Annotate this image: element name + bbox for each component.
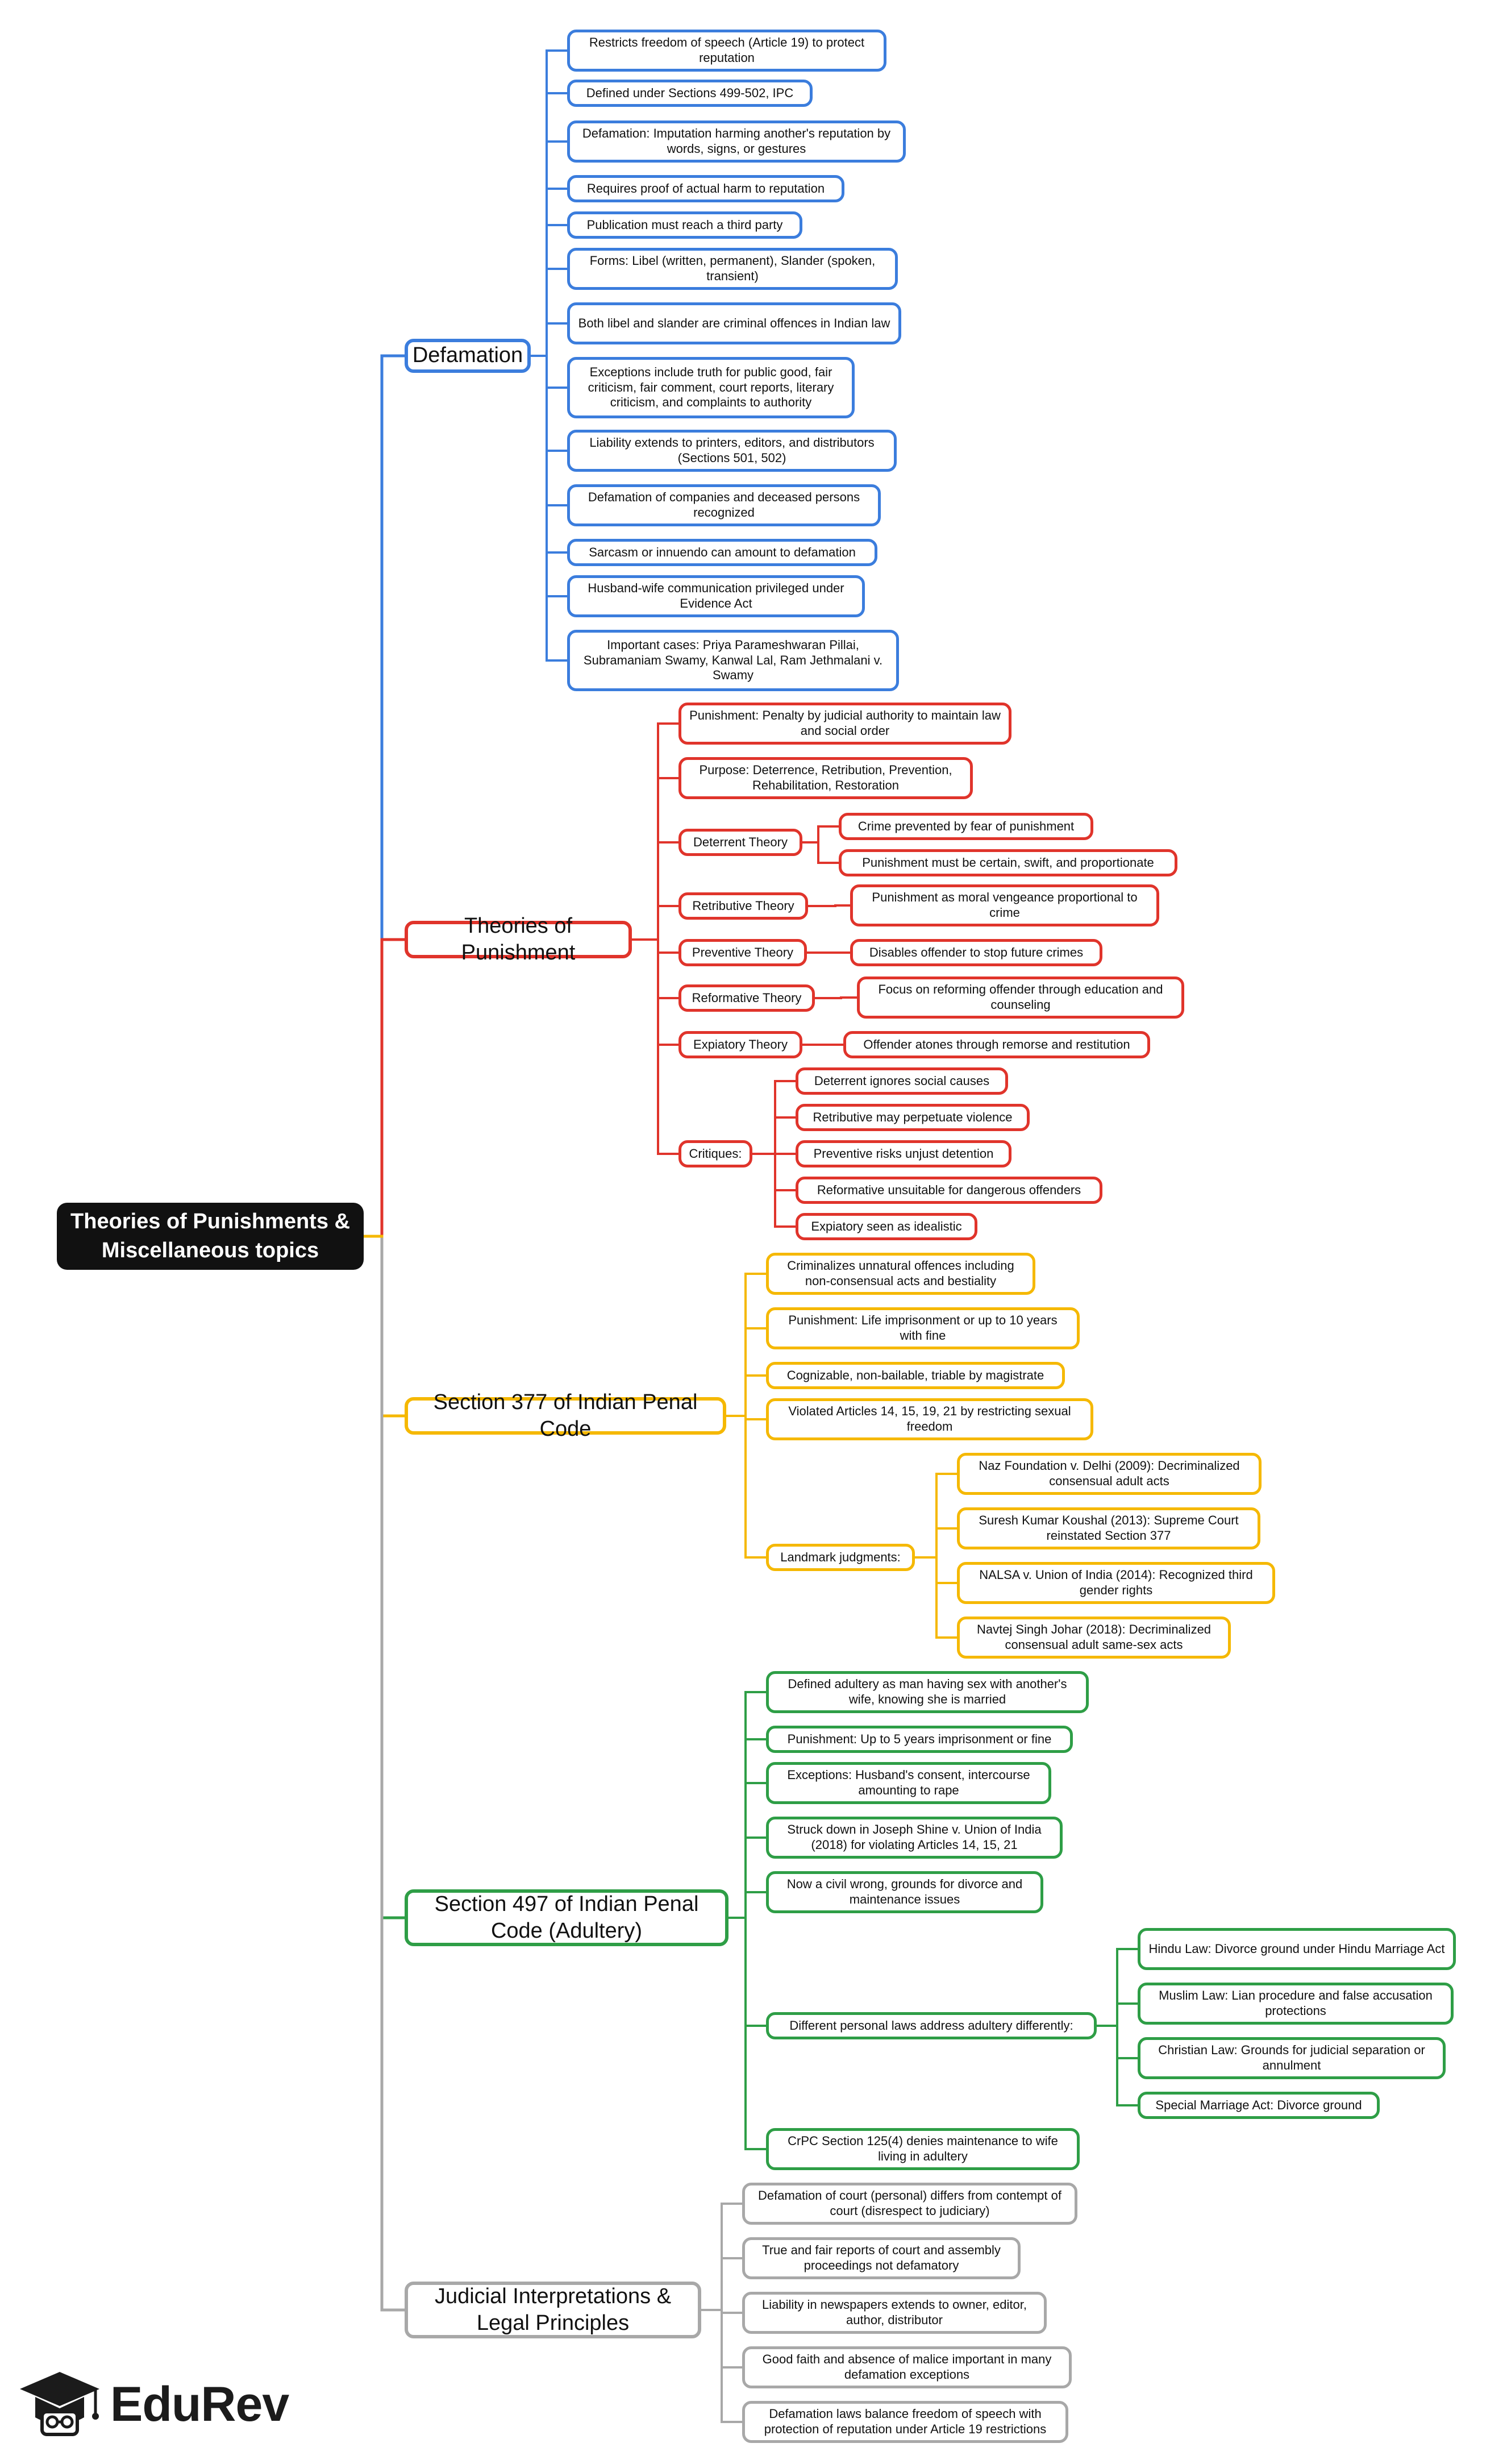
section497-subgroup: Different personal laws address adultery… — [766, 2012, 1097, 2039]
section377-item: Criminalizes unnatural offences includin… — [766, 1253, 1035, 1295]
branch-defamation: Defamation — [405, 339, 531, 373]
punishment-item: Purpose: Deterrence, Retribution, Preven… — [678, 757, 973, 799]
brand-logo: EduRev — [17, 2359, 313, 2450]
section497-subitem: Hindu Law: Divorce ground under Hindu Ma… — [1138, 1928, 1456, 1970]
section497-subitem: Christian Law: Grounds for judicial sepa… — [1138, 2037, 1446, 2079]
judicial-item: Defamation laws balance freedom of speec… — [742, 2401, 1068, 2443]
branch-punishment: Theories of Punishment — [405, 914, 632, 965]
defamation-item: Defamation: Imputation harming another's… — [567, 121, 906, 163]
defamation-item: Husband-wife communication privileged un… — [567, 575, 865, 617]
section377-item: Cognizable, non-bailable, triable by mag… — [766, 1362, 1065, 1389]
punishment-subgroup: Reformative Theory — [678, 984, 815, 1012]
punishment-subitem: Deterrent ignores social causes — [796, 1067, 1008, 1095]
punishment-subgroup: Critiques: — [678, 1140, 752, 1167]
section377-subitem: Navtej Singh Johar (2018): Decriminalize… — [957, 1617, 1231, 1659]
branch-section377: Section 377 of Indian Penal Code — [405, 1390, 726, 1441]
defamation-item: Defined under Sections 499-502, IPC — [567, 80, 813, 107]
punishment-subitem: Retributive may perpetuate violence — [796, 1104, 1030, 1131]
judicial-item: Good faith and absence of malice importa… — [742, 2346, 1072, 2388]
section377-item: Violated Articles 14, 15, 19, 21 by rest… — [766, 1398, 1093, 1440]
punishment-subitem: Reformative unsuitable for dangerous off… — [796, 1177, 1102, 1204]
punishment-subitem: Offender atones through remorse and rest… — [843, 1031, 1150, 1058]
section497-item: Punishment: Up to 5 years imprisonment o… — [766, 1726, 1073, 1753]
defamation-item: Publication must reach a third party — [567, 211, 802, 239]
section377-item: Punishment: Life imprisonment or up to 1… — [766, 1307, 1080, 1349]
section497-item: Defined adultery as man having sex with … — [766, 1671, 1089, 1713]
section497-item: Exceptions: Husband's consent, intercour… — [766, 1762, 1051, 1804]
brand-name: EduRev — [110, 2376, 289, 2432]
defamation-item: Both libel and slander are criminal offe… — [567, 302, 901, 344]
judicial-item: Defamation of court (personal) differs f… — [742, 2183, 1077, 2225]
section497-subitem: Special Marriage Act: Divorce ground — [1138, 2092, 1380, 2119]
defamation-item: Forms: Libel (written, permanent), Sland… — [567, 248, 898, 290]
section497-subitem: Muslim Law: Lian procedure and false acc… — [1138, 1983, 1454, 2025]
root-node: Theories of Punishments & Miscellaneous … — [57, 1203, 364, 1270]
section497-item: Now a civil wrong, grounds for divorce a… — [766, 1871, 1043, 1913]
punishment-subitem: Focus on reforming offender through educ… — [857, 977, 1184, 1019]
punishment-subitem: Expiatory seen as idealistic — [796, 1213, 977, 1240]
judicial-item: Liability in newspapers extends to owner… — [742, 2292, 1047, 2334]
defamation-item: Defamation of companies and deceased per… — [567, 484, 881, 526]
judicial-item: True and fair reports of court and assem… — [742, 2237, 1021, 2279]
section497-item: Struck down in Joseph Shine v. Union of … — [766, 1817, 1063, 1859]
defamation-item: Liability extends to printers, editors, … — [567, 430, 897, 472]
branch-judicial: Judicial Interpretations & Legal Princip… — [405, 2282, 701, 2338]
defamation-item: Sarcasm or innuendo can amount to defama… — [567, 539, 877, 566]
punishment-subitem: Punishment as moral vengeance proportion… — [850, 884, 1159, 926]
section377-subitem: Naz Foundation v. Delhi (2009): Decrimin… — [957, 1453, 1262, 1495]
branch-section497: Section 497 of Indian Penal Code (Adulte… — [405, 1889, 728, 1946]
punishment-subgroup: Preventive Theory — [678, 939, 807, 966]
defamation-item: Requires proof of actual harm to reputat… — [567, 175, 844, 202]
punishment-subitem: Preventive risks unjust detention — [796, 1140, 1011, 1167]
punishment-subitem: Crime prevented by fear of punishment — [839, 813, 1093, 840]
section377-subitem: NALSA v. Union of India (2014): Recogniz… — [957, 1562, 1275, 1604]
defamation-item: Exceptions include truth for public good… — [567, 357, 855, 418]
section497-item: CrPC Section 125(4) denies maintenance t… — [766, 2128, 1080, 2170]
defamation-item: Important cases: Priya Parameshwaran Pil… — [567, 630, 899, 691]
punishment-subgroup: Deterrent Theory — [678, 829, 802, 856]
defamation-item: Restricts freedom of speech (Article 19)… — [567, 30, 886, 72]
section377-subitem: Suresh Kumar Koushal (2013): Supreme Cou… — [957, 1507, 1260, 1549]
punishment-subgroup: Retributive Theory — [678, 892, 808, 920]
section377-subgroup: Landmark judgments: — [766, 1544, 915, 1571]
punishment-subitem: Disables offender to stop future crimes — [850, 939, 1102, 966]
punishment-subitem: Punishment must be certain, swift, and p… — [839, 849, 1177, 876]
punishment-subgroup: Expiatory Theory — [678, 1031, 802, 1058]
punishment-item: Punishment: Penalty by judicial authorit… — [678, 703, 1011, 745]
graduation-cap-icon — [20, 2372, 99, 2436]
